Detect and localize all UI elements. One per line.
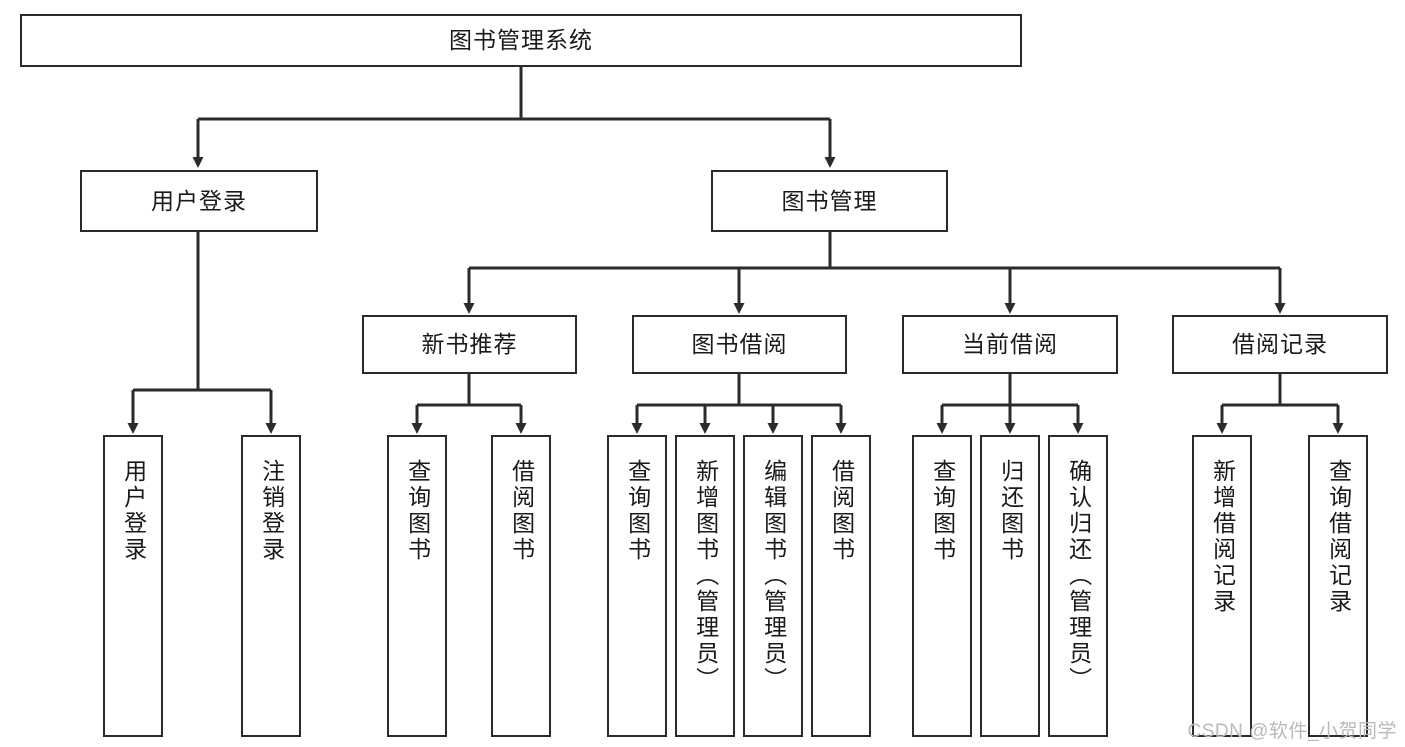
node-label: 借阅记录: [1232, 331, 1328, 357]
node-new-book-recommend[interactable]: 新书推荐: [362, 315, 577, 374]
node-current-borrow[interactable]: 当前借阅: [902, 315, 1118, 374]
leaf-borrow-add-book-admin[interactable]: 新增图书（管理员）: [675, 435, 735, 737]
node-label: 编辑图书（管理员）: [760, 459, 787, 693]
leaf-borrow-query-book[interactable]: 查询图书: [607, 435, 667, 737]
node-label: 图书管理: [781, 187, 878, 214]
node-label: 查询图书: [404, 459, 431, 563]
leaf-current-return-book[interactable]: 归还图书: [980, 435, 1040, 737]
leaf-borrow-borrow-book[interactable]: 借阅图书: [811, 435, 871, 737]
node-book-management[interactable]: 图书管理: [711, 170, 948, 232]
node-label: 用户登录: [151, 187, 247, 214]
node-root-system[interactable]: 图书管理系统: [20, 14, 1022, 67]
csdn-watermark: CSDN @软件_小贺同学: [1187, 721, 1397, 742]
node-label: 新增图书（管理员）: [692, 459, 719, 693]
leaf-user-login-login[interactable]: 用户登录: [103, 435, 163, 737]
node-label: 确认归还（管理员）: [1065, 459, 1092, 693]
node-label: 图书管理系统: [449, 27, 593, 53]
node-label: 当前借阅: [962, 331, 1058, 357]
node-user-login[interactable]: 用户登录: [80, 170, 318, 232]
node-book-borrow[interactable]: 图书借阅: [632, 315, 847, 374]
leaf-current-query-book[interactable]: 查询图书: [912, 435, 972, 737]
node-label: 查询图书: [929, 459, 956, 563]
node-label: 借阅图书: [508, 459, 535, 563]
leaf-recommend-query-book[interactable]: 查询图书: [387, 435, 447, 737]
leaf-current-confirm-return-admin[interactable]: 确认归还（管理员）: [1048, 435, 1108, 737]
node-label: 归还图书: [997, 459, 1024, 563]
node-label: 新增借阅记录: [1209, 459, 1236, 615]
node-label: 查询借阅记录: [1325, 459, 1352, 615]
node-label: 用户登录: [120, 459, 147, 563]
leaf-records-query-record[interactable]: 查询借阅记录: [1308, 435, 1368, 737]
node-label: 图书借阅: [691, 331, 788, 357]
leaf-borrow-edit-book-admin[interactable]: 编辑图书（管理员）: [743, 435, 803, 737]
node-label: 查询图书: [624, 459, 651, 563]
leaf-user-login-logout[interactable]: 注销登录: [241, 435, 301, 737]
node-label: 新书推荐: [421, 331, 518, 357]
leaf-records-add-record[interactable]: 新增借阅记录: [1192, 435, 1252, 737]
node-borrow-records[interactable]: 借阅记录: [1172, 315, 1388, 374]
leaf-recommend-borrow-book[interactable]: 借阅图书: [491, 435, 551, 737]
node-label: 借阅图书: [828, 459, 855, 563]
node-label: 注销登录: [258, 459, 285, 563]
